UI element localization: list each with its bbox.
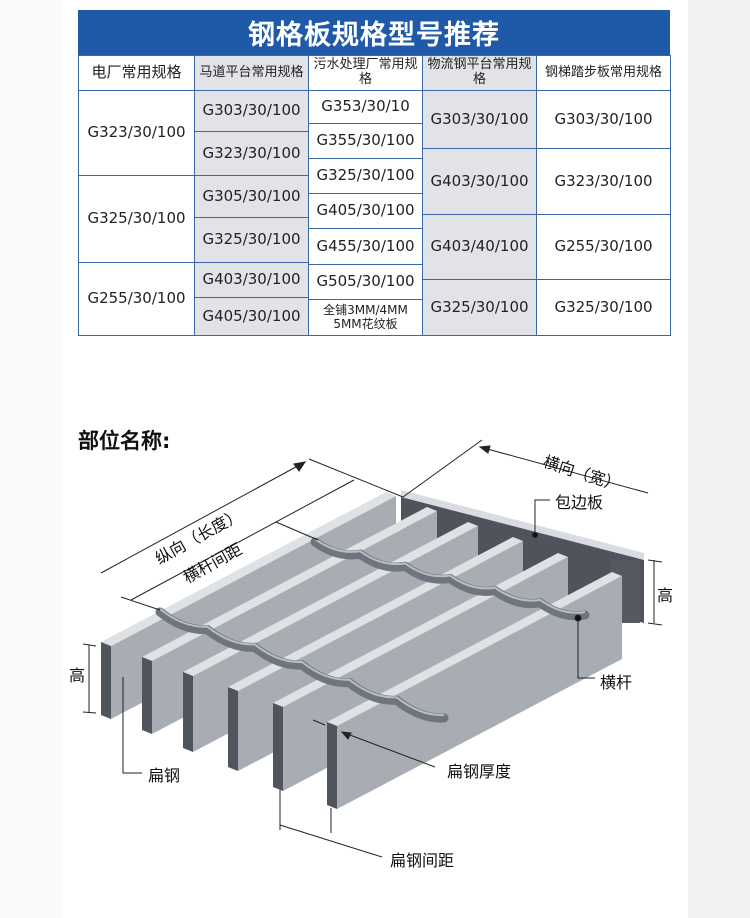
flat-bars [101, 490, 644, 809]
crossbar-back [310, 537, 590, 621]
column-header: 钢梯踏步板常用规格 [536, 55, 671, 91]
page-margin-right [688, 0, 750, 918]
crossbar-front-highlight [159, 608, 445, 717]
thickness-leader [341, 731, 436, 768]
extension-line [120, 596, 161, 611]
label-crossbar: 横杆 [600, 673, 633, 692]
label-flat-bar-spacing: 扁钢间距 [390, 851, 455, 870]
flat-bar-side [337, 576, 622, 809]
crossbar-leader [577, 618, 595, 679]
table-cell: G405/30/100 [308, 193, 423, 229]
flat-bar-end [273, 703, 283, 791]
crossbar-spacing-line [130, 479, 355, 601]
arrow-head [293, 461, 307, 472]
table-cell: G255/30/100 [536, 214, 671, 280]
table-cell: G325/30/100 [78, 175, 195, 263]
label-flat-bar-thickness: 扁钢厚度 [447, 762, 512, 781]
flat-bar-top [101, 492, 396, 646]
extension-line [402, 439, 483, 498]
flat-bar-end [327, 722, 337, 809]
table-cell: 全铺3MM/4MM 5MM花纹板 [308, 299, 423, 336]
flat-bar-top [142, 507, 437, 661]
flat-bar-top [183, 522, 478, 676]
length-dimension-line [100, 461, 306, 574]
table-cell: G305/30/100 [194, 175, 309, 218]
arrow-head [478, 445, 491, 454]
flat-bar-end [101, 642, 111, 719]
width-dimension-line [479, 446, 649, 494]
flat-bar-end [183, 672, 193, 752]
table-cell: G255/30/100 [78, 262, 195, 336]
table-cell: G353/30/10 [308, 90, 423, 124]
label-height-left: 高 [69, 666, 86, 685]
label-height-right: 高 [657, 586, 674, 605]
table-cell: G403/30/100 [422, 148, 537, 215]
column-header: 马道平台常用规格 [194, 55, 309, 91]
table-cell: G403/40/100 [422, 214, 537, 280]
diagram-heading: 部位名称: [78, 429, 171, 453]
flat-bar-leader [122, 677, 142, 774]
flat-bar-end [142, 657, 152, 734]
column-header: 污水处理厂常用规格 [308, 55, 423, 91]
label-edge-plate: 包边板 [555, 493, 604, 512]
table-cell: G405/30/100 [194, 297, 309, 336]
extension-line [275, 521, 319, 541]
table-cell: G325/30/100 [422, 279, 537, 336]
column-header: 物流钢平台常用规格 [422, 55, 537, 91]
page-margin-left [0, 0, 62, 918]
table-cell: G325/30/100 [308, 158, 423, 194]
table-cell: G325/30/100 [194, 217, 309, 263]
label-flat-bar: 扁钢 [148, 766, 181, 785]
table-title: 钢格板规格型号推荐 [78, 10, 670, 55]
edge-plate-top [401, 490, 644, 560]
table-cell: G323/30/100 [194, 131, 309, 176]
edge-plate-leader [534, 499, 550, 535]
column-header: 电厂常用规格 [78, 55, 195, 91]
table-cell: G323/30/100 [536, 148, 671, 215]
dimension-lines [82, 439, 663, 858]
table-cell: G303/30/100 [194, 90, 309, 132]
table-cell: G403/30/100 [194, 262, 309, 298]
crossbar-front [155, 607, 449, 723]
crossbar-back-highlight [314, 538, 586, 614]
flat-bar-end [228, 687, 238, 771]
extension-line [308, 458, 404, 498]
table-cell: G325/30/100 [536, 279, 671, 336]
spacing-leader [279, 824, 383, 858]
